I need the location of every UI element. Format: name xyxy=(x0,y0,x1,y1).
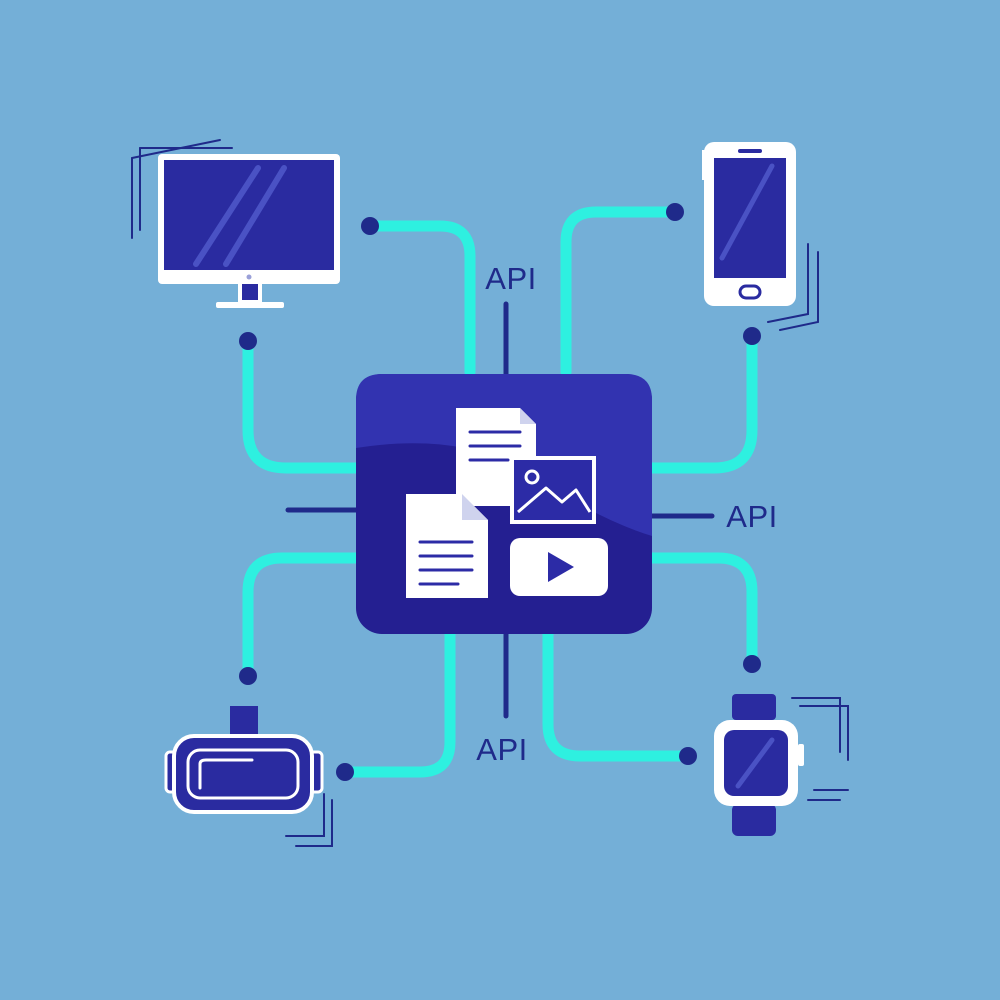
connector-lines xyxy=(242,206,758,778)
video-play-icon xyxy=(510,538,608,596)
connector-desktop-upper xyxy=(366,220,476,378)
connector-phone-lower xyxy=(646,332,758,474)
api-label-top: API xyxy=(485,261,536,296)
dot-vr-lower xyxy=(336,763,354,781)
dot-phone-upper xyxy=(666,203,684,221)
connector-watch-lower xyxy=(542,628,694,762)
connector-watch-upper xyxy=(646,552,758,670)
dot-vr-upper xyxy=(239,667,257,685)
vr-headset-icon xyxy=(164,706,333,847)
endpoint-dots xyxy=(239,203,761,781)
image-icon xyxy=(510,456,596,524)
dot-phone-lower xyxy=(743,327,761,345)
desktop-monitor-icon xyxy=(131,139,340,308)
dot-desktop-upper xyxy=(361,217,379,235)
central-hub xyxy=(356,374,652,634)
api-label-bottom: API xyxy=(476,732,527,767)
connector-vr-upper xyxy=(242,552,362,682)
dot-watch-upper xyxy=(743,655,761,673)
connector-vr-lower xyxy=(340,628,456,778)
dot-watch-lower xyxy=(679,747,697,765)
smartphone-icon xyxy=(702,142,819,331)
smartwatch-icon xyxy=(714,694,849,836)
connector-phone-upper xyxy=(560,206,680,378)
api-lines xyxy=(285,301,715,719)
api-label-right: API xyxy=(726,499,777,534)
dot-desktop-lower xyxy=(239,332,257,350)
file-icon xyxy=(406,494,488,598)
connector-desktop-lower xyxy=(242,336,362,474)
